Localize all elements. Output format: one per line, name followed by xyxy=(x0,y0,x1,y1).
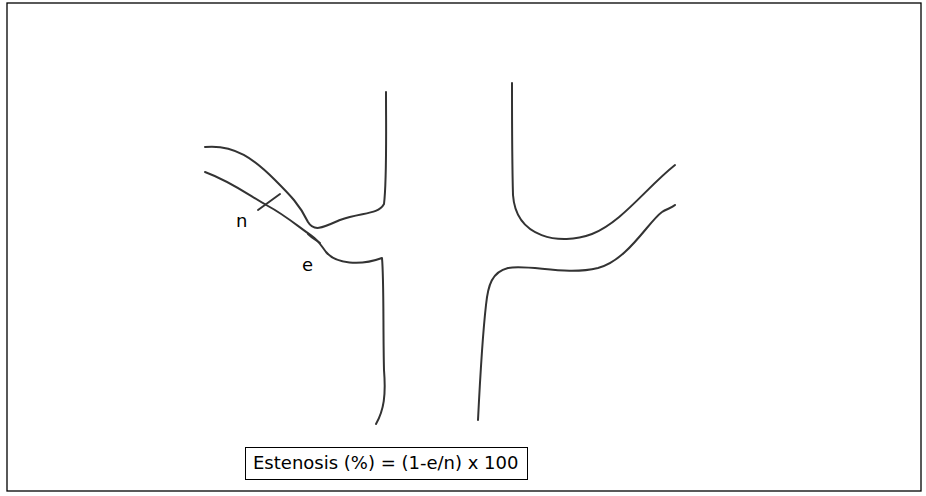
stenosis-inner-edge xyxy=(308,234,320,243)
n-width-line xyxy=(258,194,280,210)
formula-text: Estenosis (%) = (1-e/n) x 100 xyxy=(253,452,520,474)
dimension-label: n xyxy=(236,212,247,230)
frame xyxy=(7,3,921,491)
left-branch-upper-wall xyxy=(205,92,386,228)
dimension-label: e xyxy=(302,256,313,274)
formula-box: Estenosis (%) = (1-e/n) x 100 xyxy=(245,447,528,480)
right-branch-upper-wall xyxy=(512,83,675,239)
left-branch-lower-wall xyxy=(205,172,385,424)
